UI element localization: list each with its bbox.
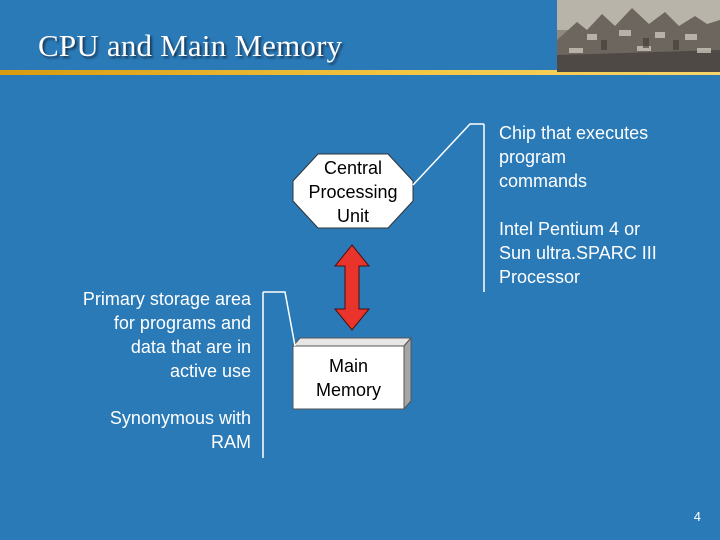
cpu-octagon — [292, 153, 414, 229]
cpu-description-line: Chip that executes — [499, 123, 649, 143]
memory-description: Primary storage area for programs and da… — [20, 287, 251, 383]
memory-synonym: Synonymous with RAM — [20, 406, 251, 454]
memory-description-line: active use — [169, 361, 251, 381]
cpu-callout-line — [412, 123, 484, 186]
cpu-examples-line: Intel Pentium 4 or — [499, 219, 641, 239]
memory-label-line: Main — [328, 356, 368, 376]
cpu-examples-line: Sun ultra.SPARC III — [499, 243, 657, 263]
memory-description-line: Primary storage area — [82, 289, 251, 309]
cpu-label-line: Unit — [336, 206, 369, 226]
page-number: 4 — [693, 509, 701, 524]
cpu-description-line: program — [499, 147, 567, 167]
bidirectional-arrow — [333, 244, 371, 331]
slide-title: CPU and Main Memory — [38, 28, 343, 63]
cpu-label: Central Processing Unit — [293, 156, 413, 228]
temple-photo — [557, 0, 720, 72]
memory-callout-line — [263, 291, 296, 347]
memory-label-line: Memory — [315, 380, 381, 400]
memory-synonym-line: RAM — [211, 432, 251, 452]
memory-description-line: for programs and — [113, 313, 251, 333]
cpu-examples-line: Processor — [499, 267, 581, 287]
memory-box-top — [291, 337, 413, 347]
cpu-label-line: Processing — [308, 182, 398, 202]
title-underline — [0, 70, 720, 75]
cpu-description-line: commands — [499, 171, 588, 191]
cpu-label-line: Central — [323, 158, 383, 178]
memory-description-line: data that are in — [130, 337, 251, 357]
memory-synonym-line: Synonymous with — [109, 408, 251, 428]
cpu-examples: Intel Pentium 4 or Sun ultra.SPARC III P… — [499, 217, 714, 289]
memory-label: Main Memory — [293, 354, 404, 402]
memory-box-front — [292, 345, 405, 410]
memory-box-side — [403, 336, 412, 411]
cpu-description: Chip that executes program commands — [499, 121, 714, 193]
